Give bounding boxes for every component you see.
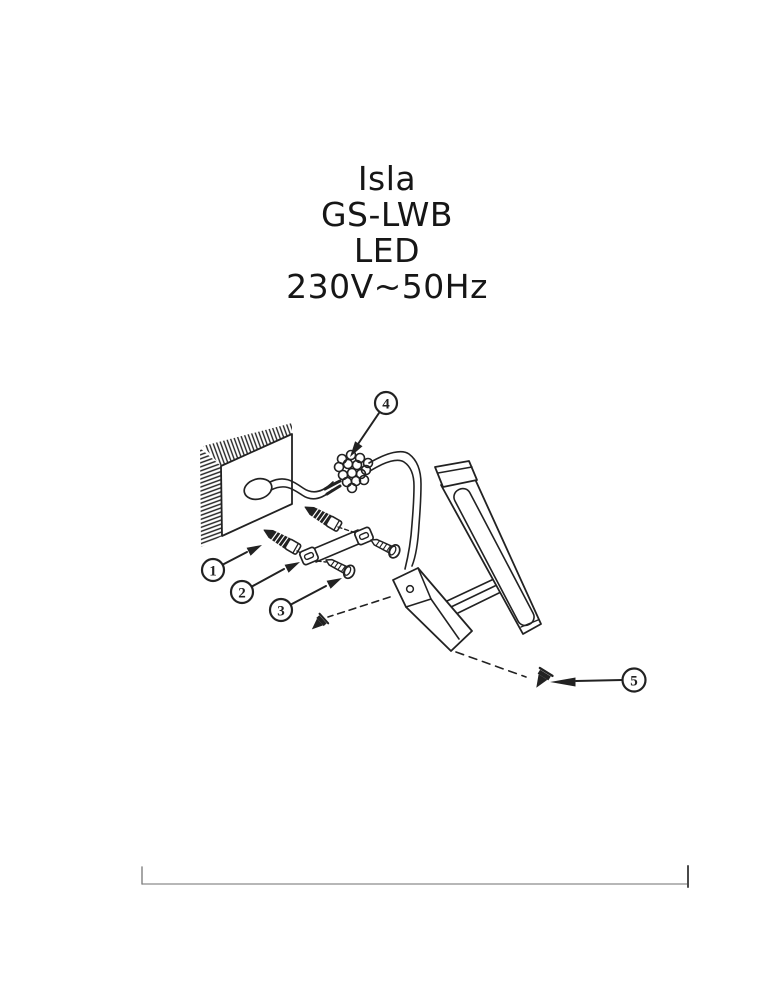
svg-text:4: 4 — [382, 397, 390, 413]
lamp-wall-mount — [392, 567, 473, 652]
wall-hatch-left — [200, 448, 222, 547]
leader-arrowhead — [350, 441, 363, 457]
led-light-bar — [434, 460, 542, 635]
wires-to-luminaire — [368, 450, 422, 570]
fixing-dash-line-right — [455, 651, 527, 678]
product-lamp-type: LED — [353, 231, 421, 270]
part-label-2: 2 — [229, 562, 300, 605]
leader-arrowhead — [246, 545, 262, 556]
part-label-3: 3 — [268, 578, 342, 623]
part-label-1: 1 — [200, 545, 262, 583]
svg-text:1: 1 — [209, 564, 217, 580]
leader-arrowhead — [550, 677, 576, 687]
mount-screw-hole — [405, 584, 415, 594]
svg-text:3: 3 — [277, 604, 285, 620]
wall-hatch-top — [203, 423, 292, 466]
cable-hole — [243, 477, 273, 501]
product-title-block: Isla GS-LWB LED 230V~50Hz — [0, 161, 774, 305]
product-model: GS-LWB — [320, 195, 454, 234]
wall-recess-box — [200, 423, 293, 547]
mounting-bracket — [298, 526, 375, 566]
leader-arrowhead — [284, 562, 300, 573]
supply-wires — [269, 478, 342, 500]
mounting-screw-left — [322, 553, 358, 581]
fixing-dash-line-left — [327, 596, 391, 618]
product-voltage: 230V~50Hz — [286, 267, 488, 306]
part-label-4: 4 — [350, 390, 399, 457]
part-label-5: 5 — [550, 667, 647, 693]
product-name: Isla — [357, 159, 417, 198]
leader-arrowhead — [326, 578, 342, 589]
wire-connector-cluster — [333, 449, 374, 494]
wall-anchor-upper — [301, 501, 344, 533]
svg-text:5: 5 — [630, 674, 638, 690]
fixing-screw-left — [306, 612, 330, 636]
fixing-screw-right — [528, 666, 554, 693]
wall-anchor-lower — [260, 524, 303, 556]
page-frame-bottom — [141, 865, 689, 888]
led-diffuser — [453, 487, 535, 627]
lamp-arm — [446, 577, 504, 615]
svg-text:2: 2 — [238, 586, 246, 602]
